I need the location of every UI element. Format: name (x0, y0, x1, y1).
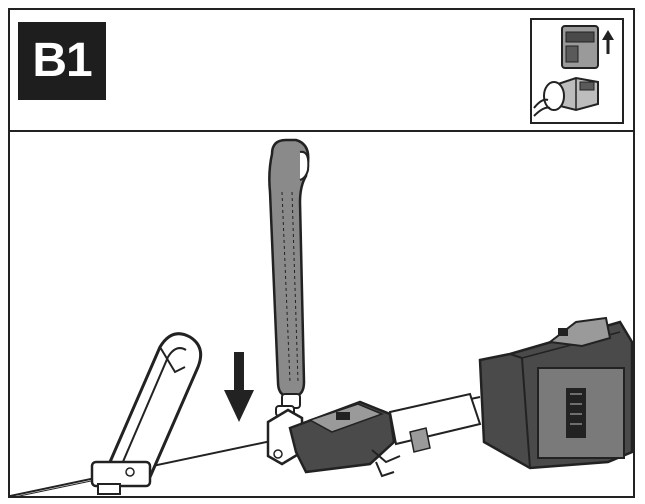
shoulder-strap-icon (268, 138, 310, 417)
panel-header: B1 (10, 10, 633, 132)
instruction-panel: B1 (8, 8, 635, 498)
strap-clamp-icon (266, 400, 401, 478)
down-arrow-icon (224, 352, 254, 422)
up-arrow-icon (602, 30, 614, 54)
step-badge: B1 (18, 22, 106, 100)
battery-removal-illustration (533, 25, 614, 117)
motor-housing-icon (478, 316, 633, 470)
trimmer-shoulder-strap-diagram (10, 138, 633, 498)
front-handle-icon (90, 332, 203, 495)
battery-removal-inset (530, 18, 624, 124)
assembly-illustration (10, 132, 633, 498)
